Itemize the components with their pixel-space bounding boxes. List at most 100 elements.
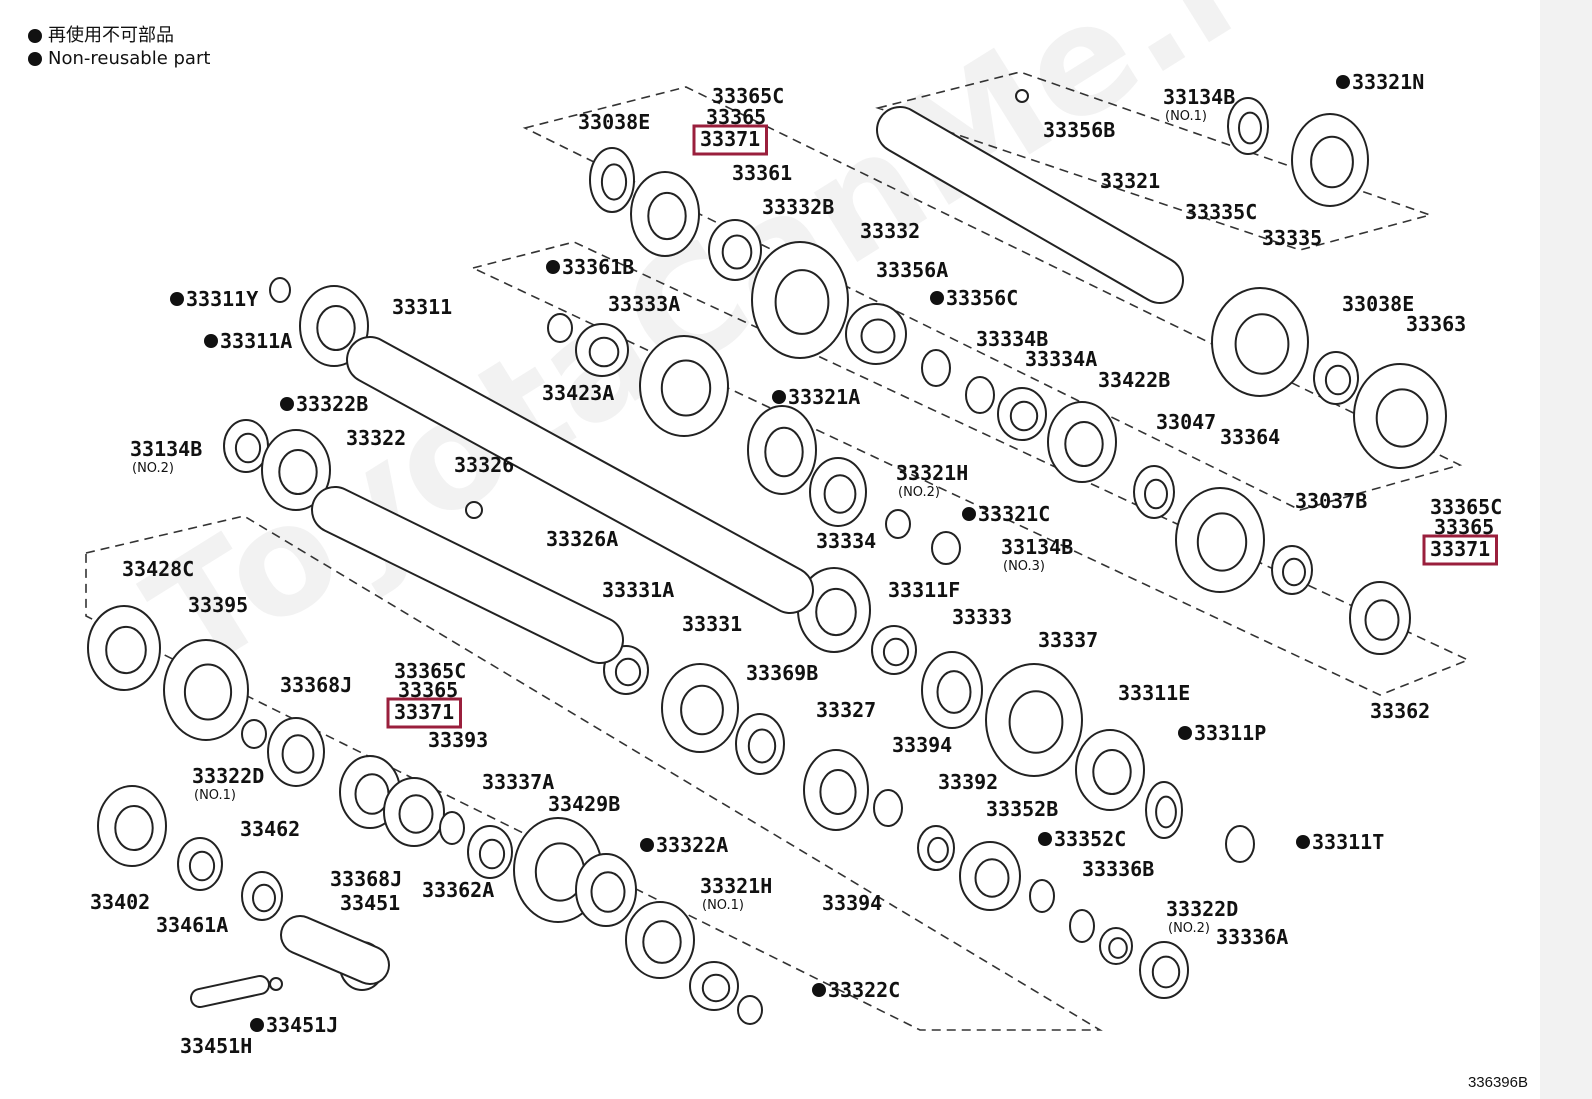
part-label-33352c: 33352C — [1054, 827, 1126, 851]
part-ring — [965, 376, 995, 414]
part-ring-bore — [823, 474, 857, 514]
part-label-33311y: 33311Y — [186, 287, 258, 311]
part-ring-bore — [647, 191, 687, 241]
part-label-33337a: 33337A — [482, 770, 554, 794]
part-label-33393: 33393 — [428, 728, 488, 752]
shaft-body — [348, 338, 812, 612]
part-label-33134b: 33134B — [130, 437, 202, 461]
part-label-33322c: 33322C — [828, 978, 900, 1002]
part-label-33334b: 33334B — [976, 327, 1048, 351]
part-label-33037b: 33037B — [1295, 489, 1367, 513]
part-sublabel: (NO.1) — [702, 898, 744, 913]
part-label-33326: 33326 — [454, 453, 514, 477]
non-reusable-marker-icon — [1038, 832, 1052, 846]
part-ring-bore — [860, 318, 896, 354]
part-ring-bore — [278, 449, 318, 495]
part-label-33038e: 33038E — [578, 110, 650, 134]
group-outline-4 — [85, 515, 1103, 1031]
part-label-33333a: 33333A — [608, 292, 680, 316]
part-sublabel: (NO.2) — [132, 461, 174, 476]
part-ring — [465, 501, 483, 519]
part-ring-bore — [936, 670, 972, 714]
highlight-box — [692, 124, 768, 156]
part-label-33321h: 33321H — [896, 461, 968, 485]
part-ring-bore — [819, 769, 857, 815]
part-label-33311a: 33311A — [220, 329, 292, 353]
part-label-33332: 33332 — [860, 219, 920, 243]
part-label-33368j: 33368J — [330, 867, 402, 891]
part-ring-bore — [1238, 111, 1262, 145]
part-label-33322d: 33322D — [1166, 897, 1238, 921]
part-label-33451h: 33451H — [180, 1034, 252, 1058]
part-label-33327: 33327 — [816, 698, 876, 722]
part-label-33362a: 33362A — [422, 878, 494, 902]
part-label-33395: 33395 — [188, 593, 248, 617]
part-label-33322: 33322 — [346, 426, 406, 450]
document-number: 336396B — [1467, 1074, 1528, 1091]
non-reusable-marker-icon — [1336, 75, 1350, 89]
part-ring-bore — [478, 838, 506, 870]
part-label-33311f: 33311F — [888, 578, 960, 602]
part-label-33371: 33371 — [1430, 537, 1490, 561]
part-label-33461a: 33461A — [156, 913, 228, 937]
part-label-33311e: 33311E — [1118, 681, 1190, 705]
part-ring — [921, 349, 951, 387]
part-labels: 33365C333653337133038E3336133332B3333233… — [90, 70, 1502, 1058]
part-label-33392: 33392 — [938, 770, 998, 794]
part-sublabel: (NO.1) — [194, 788, 236, 803]
part-sublabel: (NO.3) — [1003, 559, 1045, 574]
part-ring-bore — [600, 163, 628, 201]
part-ring-bore — [281, 734, 315, 774]
part-label-33428c: 33428C — [122, 557, 194, 581]
part-sublabel: (NO.1) — [1165, 109, 1207, 124]
part-label-33337: 33337 — [1038, 628, 1098, 652]
non-reusable-marker-icon — [204, 334, 218, 348]
part-label-33322a: 33322A — [656, 833, 728, 857]
part-ring-bore — [1064, 421, 1104, 467]
non-reusable-marker-icon — [772, 390, 786, 404]
legend-japanese: 再使用不可部品 — [48, 25, 174, 46]
part-ring-bore — [774, 269, 830, 335]
part-ring-bore — [1108, 937, 1128, 959]
part-ring — [269, 977, 283, 991]
part-label-33321c: 33321C — [978, 502, 1050, 526]
part-label-33322b: 33322B — [296, 392, 368, 416]
non-reusable-bullet-icon — [28, 28, 42, 43]
group-outline-1 — [522, 86, 1463, 511]
part-label-33331a: 33331A — [602, 578, 674, 602]
part-label-33332b: 33332B — [762, 195, 834, 219]
part-ring — [269, 277, 291, 303]
part-sublabel: (NO.2) — [1168, 921, 1210, 936]
non-reusable-marker-icon — [930, 291, 944, 305]
part-label-33134b: 33134B — [1163, 85, 1235, 109]
part-ring-bore — [974, 858, 1010, 898]
part-ring-bore — [1324, 364, 1352, 396]
non-reusable-marker-icon — [812, 983, 826, 997]
part-ring-bore — [1364, 599, 1400, 641]
part-label-33038e: 33038E — [1342, 292, 1414, 316]
part-label-33362: 33362 — [1370, 699, 1430, 723]
part-label-33363: 33363 — [1406, 312, 1466, 336]
part-ring — [1225, 825, 1255, 863]
part-label-33311: 33311 — [392, 295, 452, 319]
part-ring-bore — [1282, 557, 1306, 587]
part-label-33451j: 33451J — [266, 1013, 338, 1037]
part-label-33429b: 33429B — [548, 792, 620, 816]
part-label-33402: 33402 — [90, 890, 150, 914]
part-ring-bore — [680, 684, 724, 736]
shaft-body — [282, 917, 388, 983]
part-ring-bore — [590, 871, 626, 913]
part-ring — [873, 789, 903, 827]
highlight-box — [1422, 534, 1498, 566]
part-label-33422b: 33422B — [1098, 368, 1170, 392]
part-label-33352b: 33352B — [986, 797, 1058, 821]
part-label-33336a: 33336A — [1216, 925, 1288, 949]
part-ring-bore — [183, 663, 233, 721]
exploded-parts-diagram: 33365C333653337133038E3336133332B3333233… — [85, 70, 1502, 1058]
part-ring-bore — [1310, 135, 1354, 189]
part-ring — [1029, 879, 1055, 913]
part-label-33356b: 33356B — [1043, 118, 1115, 142]
non-reusable-marker-icon — [170, 292, 184, 306]
part-label-33334a: 33334A — [1025, 347, 1097, 371]
shaft-body — [313, 488, 622, 662]
